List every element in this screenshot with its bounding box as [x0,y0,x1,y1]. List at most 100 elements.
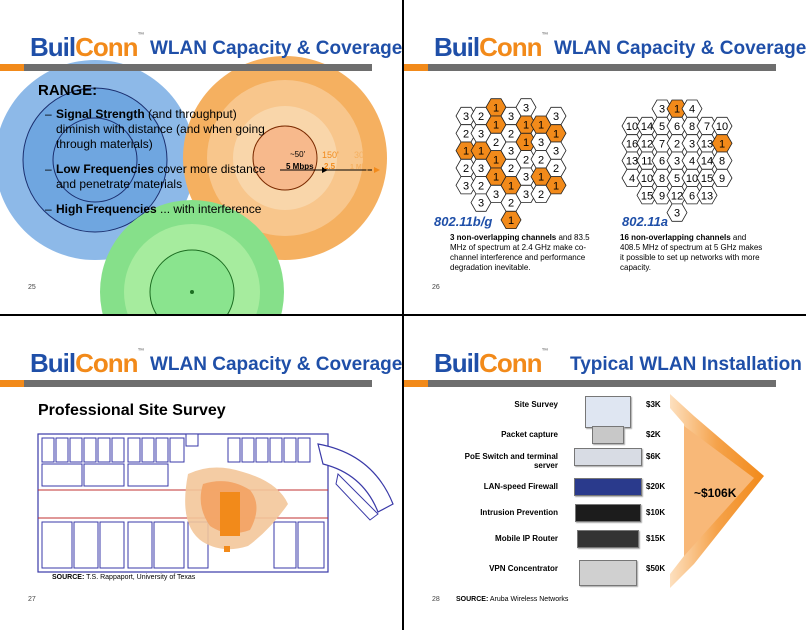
svg-text:10: 10 [626,121,638,133]
svg-text:6: 6 [674,121,680,133]
svg-text:10: 10 [641,173,653,185]
cost-item-label: Mobile IP Router [495,534,558,543]
svg-text:1: 1 [674,104,680,116]
range-circles-graphic [0,56,387,314]
bullet-signal-strength: – Signal Strength (and throughput) dimin… [45,107,265,151]
svg-text:1: 1 [493,120,499,132]
svg-text:1: 1 [523,120,529,132]
device-image [574,448,642,466]
svg-text:1: 1 [508,180,514,192]
cost-item-price: $3K [646,400,661,409]
device-image [577,530,639,548]
device-image [579,560,637,586]
svg-text:2: 2 [478,111,484,123]
slide-title: WLAN Capacity & Coverage [150,38,402,59]
svg-text:6: 6 [689,190,695,202]
floor-plan-heatmap [37,433,394,573]
svg-text:1: 1 [463,146,469,158]
brand-logo: BuilConn™ [30,32,145,62]
slide-28: BuilConn™ Typical WLAN Installation Site… [404,316,806,630]
channel-cell: 13 [696,186,718,205]
svg-text:12: 12 [671,190,683,202]
total-cost: ~$106K [694,486,737,500]
channel-hex-diagrams: 3212323132311211332321213112331321231321… [455,98,733,230]
channel-cell: 15 [696,168,718,188]
svg-text:8: 8 [659,173,665,185]
svg-text:1: 1 [493,154,499,166]
channel-cell: 13 [696,134,718,153]
svg-text:3: 3 [478,163,484,175]
channel-cell: 3 [455,176,477,195]
svg-text:1: 1 [538,172,544,184]
channel-cell: 16 [621,134,643,153]
title-bar [0,64,372,71]
svg-text:4: 4 [629,173,635,185]
title-bar [404,380,776,387]
svg-text:2: 2 [538,154,544,166]
svg-text:3: 3 [478,198,484,210]
source-note: SOURCE: Aruba Wireless Networks [456,596,569,603]
cost-item-label: PoE Switch and terminal server [464,452,558,470]
cost-item-price: $50K [646,564,666,573]
label-80211a: 802.11a [622,214,669,229]
cost-item-label: Intrusion Prevention [480,508,558,517]
svg-text:2: 2 [478,180,484,192]
slide-27: BuilConn™ WLAN Capacity & Coverage Profe… [0,316,402,630]
horizontal-divider [0,314,806,316]
cost-item-price: $20K [646,482,666,491]
svg-text:5: 5 [659,121,665,133]
svg-text:3: 3 [493,189,499,201]
slide-title: WLAN Capacity & Coverage [554,38,806,59]
svg-text:2: 2 [493,137,499,149]
channel-cell: 9 [651,186,673,205]
svg-text:2: 2 [553,163,559,175]
bullet-high-frequencies: – High Frequencies ... with interference [45,202,262,216]
svg-text:3: 3 [553,146,559,158]
total-bracket [670,394,764,588]
svg-text:3: 3 [523,172,529,184]
svg-text:9: 9 [659,190,665,202]
svg-text:2: 2 [508,198,514,210]
svg-text:10: 10 [686,173,698,185]
svg-text:7: 7 [704,121,710,133]
svg-text:1: 1 [508,215,514,227]
svg-text:3: 3 [659,104,665,116]
bg-description: 3 non-overlapping channels and 83.5 MHz … [450,233,590,272]
page-number: 27 [28,596,36,603]
bullet-list: – Signal Strength (and throughput) dimin… [45,107,266,217]
svg-text:1: 1 [538,120,544,132]
channel-cell: 12 [666,186,688,205]
svg-text:3: 3 [523,102,529,114]
survey-heading: Professional Site Survey [38,402,226,419]
svg-text:2: 2 [523,154,529,166]
cost-item-label: Site Survey [514,400,558,409]
channel-cell: 14 [636,116,658,136]
svg-text:2: 2 [508,163,514,175]
slide-25: BuilConn™ WLAN Capacity & Coverage RANGE… [0,0,402,314]
page-number: 25 [28,284,36,291]
channel-cell: 8 [711,151,733,170]
cost-item-price: $10K [646,508,666,517]
cost-item-price: $2K [646,430,661,439]
svg-text:3: 3 [463,180,469,192]
svg-text:11: 11 [641,156,652,168]
bullet-low-frequencies: – Low Frequencies cover more distance an… [45,162,266,191]
svg-text:16: 16 [626,138,638,150]
brand-logo: BuilConn™ [30,348,145,378]
svg-text:8: 8 [689,121,695,133]
svg-text:8: 8 [719,156,725,168]
slide-title: Typical WLAN Installation [570,354,802,375]
svg-text:1: 1 [553,180,559,192]
device-image [585,396,631,428]
svg-text:10: 10 [716,121,728,133]
channel-cell: 1 [500,210,522,230]
svg-text:3: 3 [523,189,529,201]
channel-cell: 6 [681,186,703,205]
channel-cell: 4 [681,99,703,118]
svg-text:3: 3 [553,111,559,123]
channel-cell: 3 [515,184,537,204]
channel-cell: 10 [636,168,658,188]
svg-text:2: 2 [463,163,469,175]
device-image [575,504,641,522]
